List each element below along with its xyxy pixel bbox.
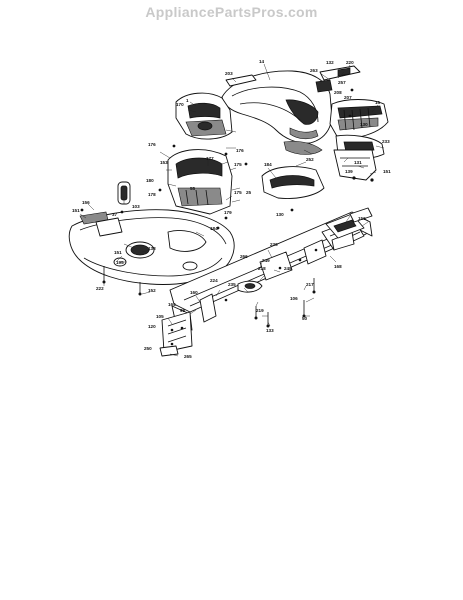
callout-label: 252: [306, 157, 314, 162]
callout-label: 179: [224, 210, 232, 215]
callout-label: 1: [186, 98, 189, 103]
callout-label: 236: [270, 242, 278, 247]
seat-bracket-part[interactable]: [79, 211, 123, 237]
callout-label: 156: [82, 200, 90, 205]
callout-label: 15: [375, 100, 381, 105]
site-title: AppliancePartsPros.com: [145, 4, 318, 20]
callout-label: 120: [148, 324, 156, 329]
callout-label: 130: [360, 122, 368, 127]
callout-label: 207: [344, 95, 352, 100]
callout-label: 257: [338, 80, 346, 85]
callout-label: 224: [210, 278, 218, 283]
callout-label: 170: [176, 102, 184, 107]
callout-label: 184: [210, 226, 218, 231]
callout-label: 175: [234, 162, 242, 167]
callout-label: 176: [148, 142, 156, 147]
dash-panel-part[interactable]: [175, 92, 233, 140]
callout-label: 195: [116, 260, 124, 265]
callout-label: 175: [234, 190, 242, 195]
axle-bracket-part[interactable]: [325, 207, 373, 239]
callout-label: 103: [132, 204, 140, 209]
callout-label: 250: [144, 346, 152, 351]
callout-label: 132: [326, 60, 334, 65]
callout-label: 263: [310, 68, 318, 73]
callout-label: 138: [148, 246, 156, 251]
callout-label: 176: [236, 148, 244, 153]
grille-part[interactable]: [329, 99, 389, 139]
fuel-cap-part[interactable]: [117, 181, 131, 205]
callout-label: 233: [382, 139, 390, 144]
callout-label: 266: [240, 254, 248, 259]
callout-label: 151: [72, 208, 80, 213]
callout-label: 219: [256, 308, 264, 313]
callout-label: 177: [206, 156, 214, 161]
leader-lines: [79, 63, 385, 357]
callout-label: 50: [302, 316, 308, 321]
callout-label: 37: [112, 212, 118, 217]
callout-label: 248: [284, 266, 292, 271]
callout-label: 222: [96, 286, 104, 291]
callout-label: 130: [276, 212, 284, 217]
callout-label: 106: [290, 296, 298, 301]
callout-label: 265: [184, 354, 192, 359]
callout-label: 220: [346, 60, 354, 65]
callout-label: 178: [148, 192, 156, 197]
hood-part[interactable]: [221, 70, 333, 144]
callout-label: 180: [146, 178, 154, 183]
callout-label: 139: [345, 169, 353, 174]
callout-label: 98: [180, 308, 186, 313]
callout-label: 217: [306, 282, 314, 287]
callout-label: 131: [354, 160, 362, 165]
callout-label: 105: [156, 314, 164, 319]
callout-label: 218: [258, 266, 266, 271]
callout-label: 55: [190, 186, 196, 191]
callout-label: 184: [264, 162, 272, 167]
callout-label: 133: [266, 328, 274, 333]
callout-label: 25: [246, 190, 252, 195]
callout-label: 156: [358, 216, 366, 221]
callout-label: 151: [383, 169, 391, 174]
callout-label: 249: [262, 258, 270, 263]
callout-label: 168: [334, 264, 342, 269]
callout-label: 208: [334, 90, 342, 95]
callout-label: 14: [259, 59, 265, 64]
bracket-part[interactable]: [333, 149, 377, 182]
callout-label: 153: [160, 160, 168, 165]
hood-trim-part[interactable]: [225, 65, 361, 93]
console-part[interactable]: [167, 149, 233, 215]
callout-labels: 14 203 263 132 220 257 208 15 130 233 13…: [72, 59, 391, 359]
callout-label: 152: [148, 288, 156, 293]
hardware-part[interactable]: [80, 88, 354, 328]
callout-label: 160: [190, 290, 198, 295]
callout-label: 235: [228, 282, 236, 287]
rear-panel-part[interactable]: [261, 140, 325, 199]
hitch-plate-part[interactable]: [159, 311, 193, 357]
callout-label: 151: [114, 250, 122, 255]
callout-label: 164: [168, 302, 176, 307]
callout-label: 203: [225, 71, 233, 76]
